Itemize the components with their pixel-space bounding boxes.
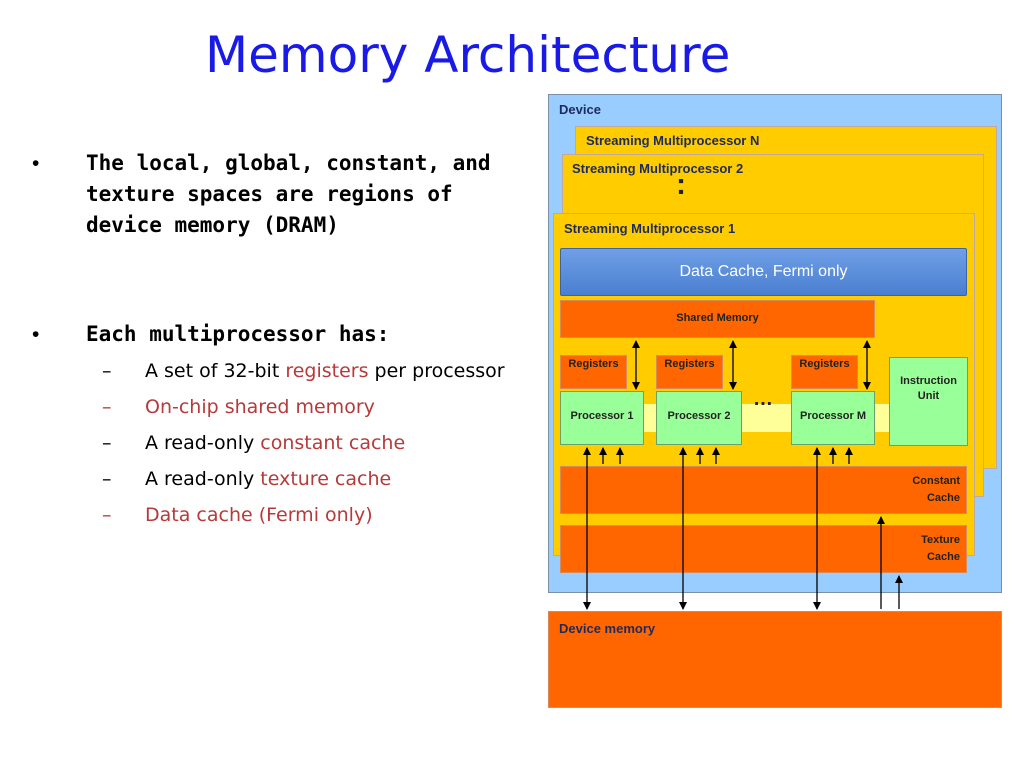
processor-ellipsis: …: [753, 388, 773, 410]
instruction-unit-box: [889, 357, 968, 446]
device-label: Device: [559, 102, 601, 117]
registers-m-box: [791, 355, 858, 389]
sub-bullet-item: – On-chip shared memory: [30, 394, 510, 421]
dash-glyph: –: [102, 396, 112, 418]
sm-n-label: Streaming Multiprocessor N: [586, 133, 760, 148]
dash-glyph: –: [102, 468, 112, 490]
processor-1-label: Processor 1: [570, 410, 634, 422]
bullet-text: The local, global, constant, and texture…: [86, 151, 491, 237]
sub-bullet-item: – Data cache (Fermi only): [30, 502, 510, 529]
sub-bullet-highlight: On-chip shared memory: [145, 396, 375, 418]
shared-memory-box: [560, 300, 875, 338]
processor-m-box: [791, 391, 875, 445]
dash-glyph: –: [102, 360, 112, 382]
data-cache-box: [560, 248, 967, 296]
registers-1-box: [560, 355, 627, 389]
bullet-list: • The local, global, constant, and textu…: [30, 148, 510, 529]
sub-bullet-suffix: per processor: [368, 360, 505, 382]
sub-bullet-highlight: texture cache: [260, 468, 392, 490]
texture-cache-label: Texture Cache: [921, 534, 960, 563]
slide-title: Memory Architecture: [205, 26, 731, 84]
vertical-dots: :: [676, 168, 686, 201]
sub-bullet-prefix: A read-only: [145, 468, 261, 490]
sub-bullet-prefix: A read-only: [145, 432, 261, 454]
processor-2-label: Processor 2: [667, 410, 731, 422]
sm-1-label: Streaming Multiprocessor 1: [564, 221, 736, 236]
registers-1-label: Registers: [568, 358, 619, 370]
sub-bullet-highlight: registers: [285, 360, 369, 382]
bullet-glyph: •: [32, 323, 40, 346]
bullet-item: • The local, global, constant, and textu…: [30, 148, 510, 241]
processor-2-box: [656, 391, 742, 445]
registers-m-label: Registers: [799, 358, 850, 370]
constant-cache-label: Constant Cache: [912, 475, 960, 504]
data-cache-label: Data Cache, Fermi only: [679, 263, 848, 280]
sub-bullet-item: – A set of 32-bit registers per processo…: [30, 358, 510, 385]
sub-bullet-item: – A read-only texture cache: [30, 466, 510, 493]
bullet-text: Each multiprocessor has:: [86, 322, 390, 346]
processor-1-box: [560, 391, 644, 445]
dash-glyph: –: [102, 504, 112, 526]
sub-bullet-item: – A read-only constant cache: [30, 430, 510, 457]
shared-memory-label: Shared Memory: [676, 312, 759, 324]
device-memory-label: Device memory: [559, 621, 656, 636]
processor-m-label: Processor M: [799, 410, 867, 422]
bullet-glyph: •: [32, 152, 40, 175]
sub-bullet-highlight: constant cache: [260, 432, 406, 454]
instruction-unit-label: Instruction Unit: [900, 375, 957, 402]
registers-2-label: Registers: [664, 358, 715, 370]
sub-bullet-prefix: A set of 32-bit: [145, 360, 286, 382]
bullet-item: • Each multiprocessor has:: [30, 319, 510, 350]
device-memory-box: [548, 611, 1002, 708]
sub-bullet-highlight: Data cache (Fermi only): [145, 504, 373, 526]
registers-2-box: [656, 355, 723, 389]
sm-2-label: Streaming Multiprocessor 2: [572, 161, 744, 176]
dash-glyph: –: [102, 432, 112, 454]
texture-cache-box: [560, 525, 967, 573]
constant-cache-box: [560, 466, 967, 514]
